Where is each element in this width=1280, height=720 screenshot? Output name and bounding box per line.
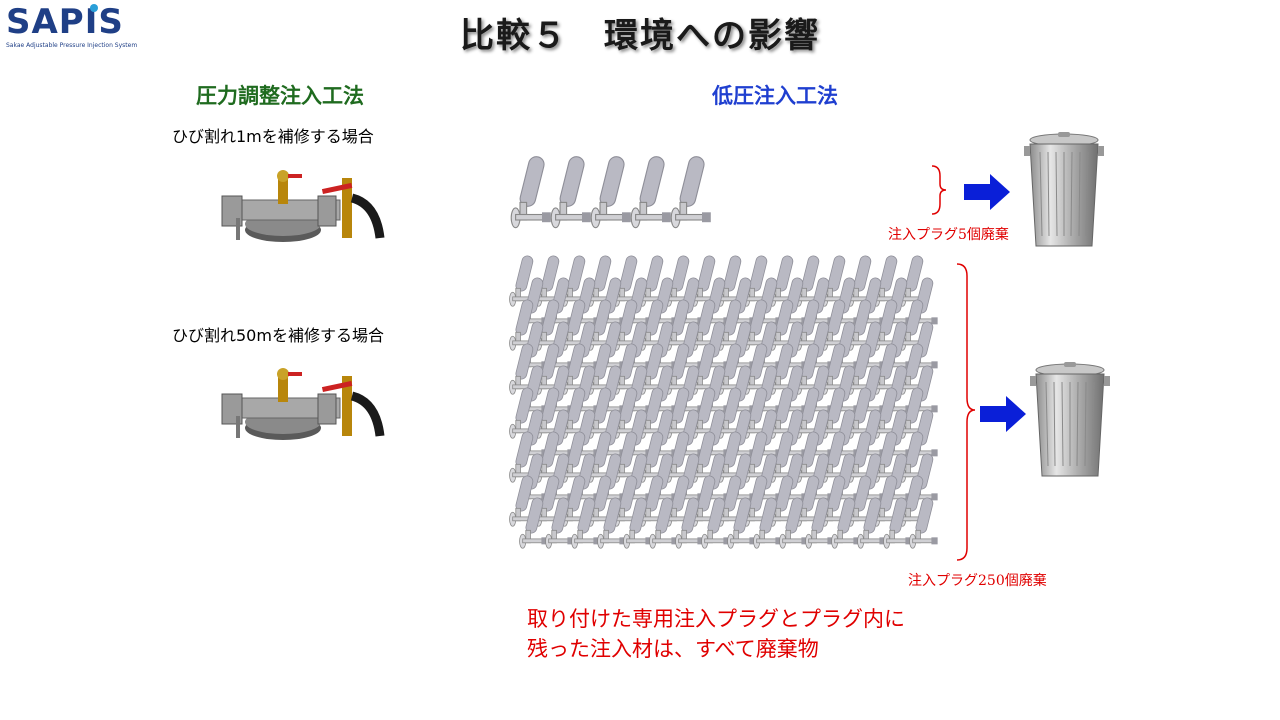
injection-plug-icon <box>510 156 551 229</box>
injection-plug-icon <box>670 156 711 229</box>
brace-icon <box>956 263 976 561</box>
injection-plug-icon <box>805 497 834 549</box>
pressure-injection-device-icon <box>221 368 385 440</box>
injection-plug-icon <box>545 497 574 549</box>
note-line1: 取り付けた専用注入プラグとプラグ内に <box>527 607 905 631</box>
note-line2: 残った注入材は、すべて廃棄物 <box>527 637 819 661</box>
plug250-label: 注入プラグ250個廃棄 <box>908 573 1047 589</box>
injection-plug-icon <box>753 497 782 549</box>
injection-plug-icon <box>590 156 631 229</box>
injection-plug-icon <box>857 497 886 549</box>
right-arrow-icon <box>980 396 1026 432</box>
plug-grid <box>509 255 938 549</box>
slide-title: 比較５ 環境への影響 <box>460 16 820 56</box>
injection-plug-icon <box>550 156 591 229</box>
injection-plug-icon <box>630 156 671 229</box>
trash-can-icon <box>1030 362 1110 477</box>
injection-plug-icon <box>623 497 652 549</box>
sapis-logo: SAPIS Sakae Adjustable Pressure Injectio… <box>6 2 138 60</box>
plug-row <box>510 156 711 229</box>
injection-plug-icon <box>509 343 538 395</box>
injection-plug-icon <box>571 497 600 549</box>
right-heading: 低圧注入工法 <box>712 84 838 108</box>
injection-plug-icon <box>509 431 538 483</box>
injection-plug-icon <box>649 497 678 549</box>
injection-plug-icon <box>909 497 938 549</box>
logo-dot-icon <box>90 4 98 12</box>
injection-plug-icon <box>831 497 860 549</box>
injection-plug-icon <box>519 497 548 549</box>
brace-icon <box>931 165 947 215</box>
plug5-label: 注入プラグ5個廃棄 <box>888 227 1009 243</box>
injection-plug-icon <box>883 497 912 549</box>
logo-subtitle: Sakae Adjustable Pressure Injection Syst… <box>6 42 138 49</box>
pressure-injection-device-icon <box>221 170 385 242</box>
left-heading: 圧力調整注入工法 <box>196 84 364 108</box>
right-arrow-icon <box>964 174 1010 210</box>
case2-label: ひび割れ50mを補修する場合 <box>172 326 384 345</box>
case1-label: ひび割れ1mを補修する場合 <box>172 127 374 146</box>
injection-plug-icon <box>597 497 626 549</box>
logo-text: SAPIS <box>6 2 124 42</box>
trash-can-icon <box>1024 132 1104 247</box>
injection-plug-icon <box>727 497 756 549</box>
disposal-note: 取り付けた専用注入プラグとプラグ内に 残った注入材は、すべて廃棄物 <box>527 604 905 664</box>
injection-plug-icon <box>779 497 808 549</box>
injection-plug-icon <box>675 497 704 549</box>
